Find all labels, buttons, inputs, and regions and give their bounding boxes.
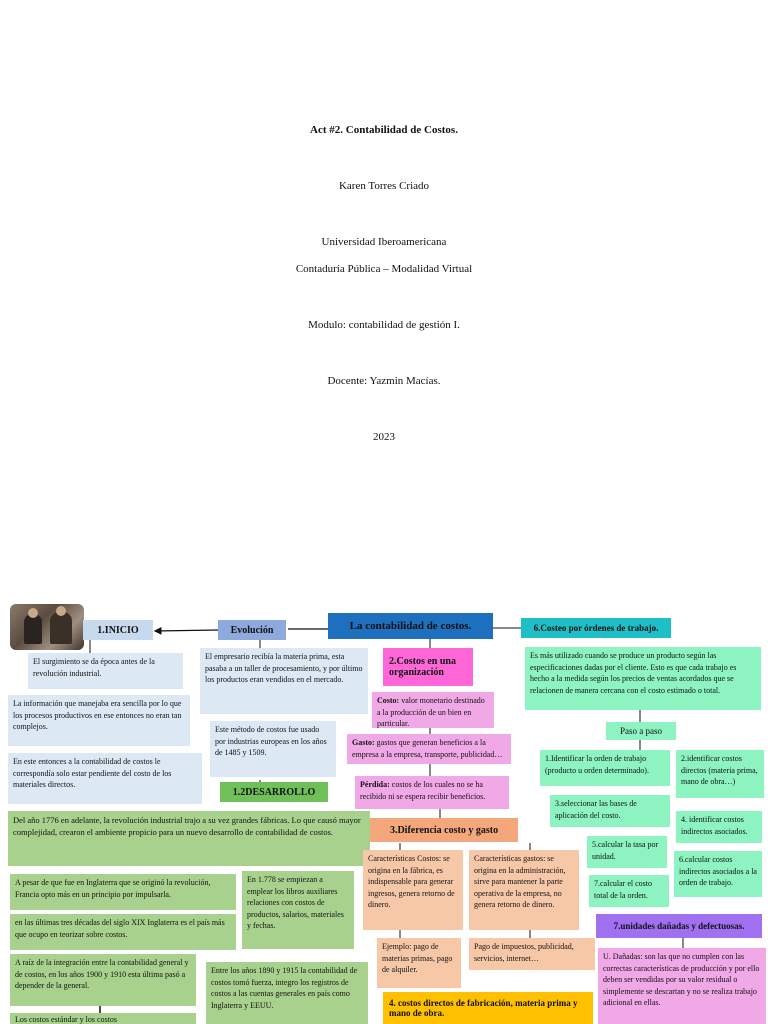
- desarrollo-text-1: Del año 1776 en adelante, la revolución …: [8, 811, 370, 866]
- gasto-label: Gasto:: [352, 738, 375, 747]
- inicio-text-3: En este entonces a la contabilidad de co…: [8, 753, 202, 804]
- cover-university: Universidad Iberoamericana: [321, 236, 447, 248]
- paso-a-paso: Paso a paso: [606, 722, 676, 740]
- step-1: 1.Identificar la orden de trabajo (produ…: [540, 750, 670, 786]
- factory-workers-photo: [10, 604, 84, 650]
- central-topic: La contabilidad de costos.: [328, 613, 493, 639]
- step-5: 5.calcular la tasa por unidad.: [587, 836, 667, 868]
- inicio-header: 1.INICIO: [83, 620, 153, 640]
- cover-year: 2023: [373, 431, 395, 443]
- cover-teacher: Docente: Yazmin Macías.: [327, 375, 441, 387]
- step-2: 2.identificar costos directos (materia p…: [676, 750, 764, 798]
- gasto-text: gastos que generan beneficios a la empre…: [352, 738, 503, 759]
- diferencia-header: 3.Diferencia costo y gasto: [370, 818, 518, 842]
- desarrollo-text-2: A pesar de que fue en Inglaterra que se …: [10, 874, 236, 910]
- inicio-text-1: El surgimiento se da época antes de la r…: [28, 653, 183, 689]
- costo-text: valor monetario destinado a la producció…: [377, 696, 485, 728]
- ordenes-header: 6.Costeo por órdenes de trabajo.: [521, 618, 671, 638]
- inicio-text-2: La información que manejaba era sencilla…: [8, 695, 190, 746]
- step-7: 7.calcular el costo total de la orden.: [589, 875, 669, 907]
- step-4: 4. identificar costos indirectos asociad…: [676, 811, 762, 843]
- ejemplo-gastos: Pago de impuestos, publicidad, servicios…: [469, 938, 595, 970]
- cover-title: Act #2. Contabilidad de Costos.: [310, 124, 458, 136]
- cover-module: Modulo: contabilidad de gestión I.: [308, 319, 460, 331]
- desarrollo-text-6: En 1.778 se empiezan a emplear los libro…: [242, 871, 354, 949]
- gasto-definition: Gasto: gastos que generan beneficios a l…: [347, 734, 511, 764]
- evolucion-header: Evolución: [218, 620, 286, 640]
- perdida-text: costos de los cuales no se ha recibido n…: [360, 780, 486, 801]
- ordenes-description: Es más utilizado cuando se produce un pr…: [525, 647, 761, 710]
- perdida-label: Pérdida:: [360, 780, 390, 789]
- desarrollo-text-7: Entre los años 1890 y 1915 la contabilid…: [206, 962, 368, 1024]
- cover-program: Contaduría Pública – Modalidad Virtual: [295, 263, 473, 275]
- cover-author: Karen Torres Criado: [338, 180, 430, 192]
- costo-definition: Costo: valor monetario destinado a la pr…: [372, 692, 494, 728]
- desarrollo-text-5: Los costos estándar y los costos: [10, 1013, 196, 1024]
- desarrollo-text-3: en las últimas tres décadas del siglo XI…: [10, 914, 236, 950]
- desarrollo-header: 1.2DESARROLLO: [220, 782, 328, 802]
- desarrollo-text-4: A raíz de la integración entre la contab…: [10, 954, 196, 1006]
- costos-organizacion-header: 2.Costos en una organización: [383, 648, 473, 686]
- evolucion-text-2: Este método de costos fue usado por indu…: [210, 721, 336, 777]
- danadas-description: U. Dañadas: son las que no cumplen con l…: [598, 948, 766, 1024]
- costo-label: Costo:: [377, 696, 400, 705]
- ejemplo-costos: Ejemplo: pago de materias primas, pago d…: [377, 938, 461, 988]
- evolucion-text-1: El empresario recibía la materia prima, …: [200, 648, 368, 714]
- perdida-definition: Pérdida: costos de los cuales no se ha r…: [355, 776, 509, 809]
- costos-directos-header: 4. costos directos de fabricación, mater…: [383, 992, 593, 1024]
- caracteristicas-gastos: Características gastos: se origina en la…: [469, 850, 579, 930]
- step-6: 6.calcular costos indirectos asociados a…: [674, 851, 762, 897]
- step-3: 3.seleccionar las bases de aplicación de…: [550, 795, 670, 827]
- caracteristicas-costos: Características Costos: se origina en la…: [363, 850, 463, 930]
- danadas-header: 7.unidades dañadas y defectuosas.: [596, 914, 762, 938]
